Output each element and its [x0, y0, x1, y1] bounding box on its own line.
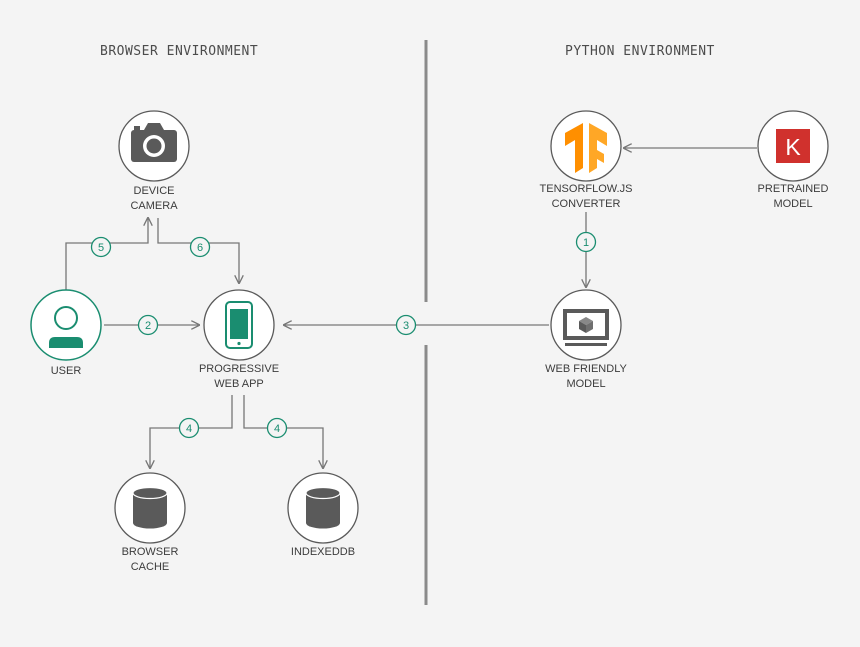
tensorflow-logo: [565, 123, 607, 173]
step-badge-2: 2: [137, 314, 159, 336]
step-badge-1: 1: [575, 231, 597, 253]
web-model-node: [550, 289, 622, 361]
database-icon: [305, 486, 341, 529]
step-badge-6: 6: [189, 236, 211, 258]
pwa-label: PROGRESSIVE WEB APP: [198, 363, 280, 390]
monitor-icon: [563, 309, 609, 346]
browser-environment-title: BROWSER ENVIRONMENT: [100, 44, 259, 59]
step-badge-4-indexeddb: 4: [266, 417, 288, 439]
svg-text:4: 4: [274, 423, 280, 435]
user-node: [30, 289, 102, 361]
svg-text:3: 3: [403, 320, 409, 332]
python-environment-title: PYTHON ENVIRONMENT: [565, 44, 715, 59]
pwa-node: [203, 289, 275, 361]
pretrained-model-label: PRETRAINED MODEL: [757, 183, 829, 210]
tfjs-converter-label: TENSORFLOW.JS CONVERTER: [539, 183, 633, 210]
step-badge-4-cache: 4: [178, 417, 200, 439]
browser-cache-label: BROWSER CACHE: [121, 546, 179, 573]
device-camera-node: [118, 110, 190, 182]
device-camera-label: DEVICE CAMERA: [130, 185, 178, 212]
pretrained-model-node: K: [757, 110, 829, 182]
camera-icon: [131, 123, 177, 162]
svg-text:K: K: [785, 134, 801, 160]
phone-icon: [225, 301, 253, 349]
indexeddb-label: INDEXEDDB: [290, 546, 356, 558]
svg-text:2: 2: [145, 320, 151, 332]
tfjs-converter-node: [550, 110, 622, 182]
keras-logo: K: [776, 129, 810, 163]
user-icon: [49, 306, 83, 348]
svg-text:6: 6: [197, 242, 203, 254]
svg-text:5: 5: [98, 242, 104, 254]
step-badge-3: 3: [395, 314, 417, 336]
indexeddb-node: [287, 472, 359, 544]
user-label: USER: [50, 365, 82, 377]
svg-text:1: 1: [583, 237, 589, 249]
database-icon: [132, 486, 168, 529]
browser-cache-node: [114, 472, 186, 544]
web-model-label: WEB FRIENDLY MODEL: [545, 363, 627, 390]
svg-text:4: 4: [186, 423, 192, 435]
step-badge-5: 5: [90, 236, 112, 258]
